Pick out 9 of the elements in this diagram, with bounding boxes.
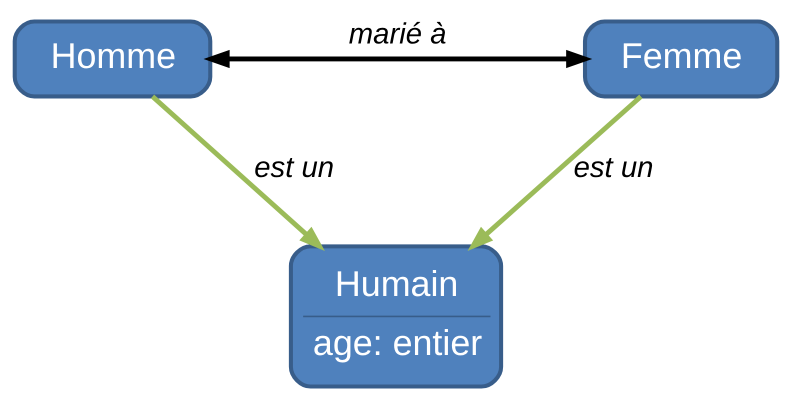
node-box: Femme (582, 18, 780, 98)
arrow (468, 94, 643, 250)
edge-label: est un (254, 150, 334, 184)
arrow (150, 94, 325, 251)
arrow (204, 49, 592, 68)
edge-label: marié à (348, 16, 446, 50)
node-box: Humain age: entier (288, 244, 504, 388)
node-box: Homme (12, 18, 212, 98)
edge-label: est un (574, 150, 654, 184)
